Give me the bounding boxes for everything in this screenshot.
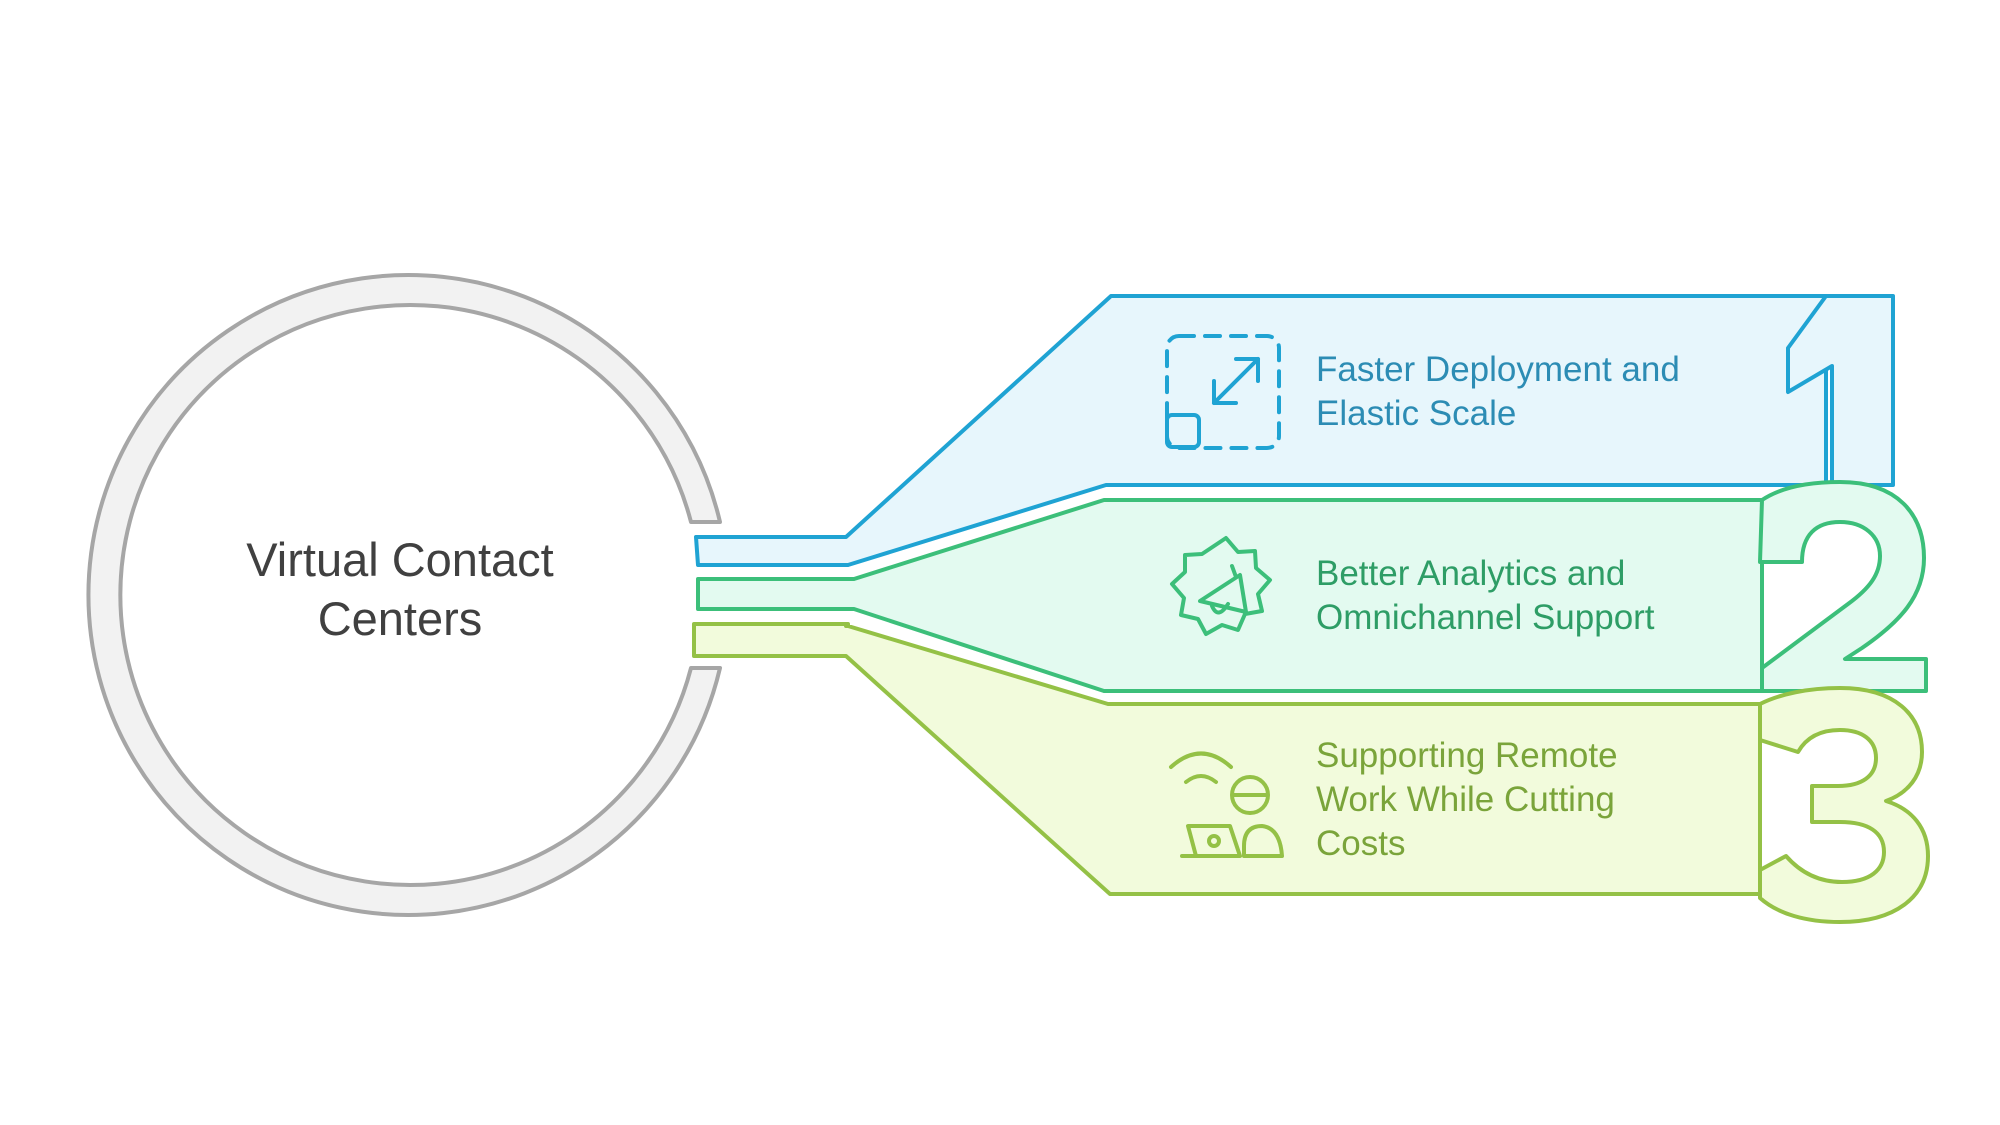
remote-worker-icon	[1169, 751, 1284, 858]
item-2-text: Better Analytics and Omnichannel Support	[1316, 552, 1655, 640]
band-3	[692, 622, 1930, 924]
band-2	[696, 480, 1928, 693]
item-3-line-1: Supporting Remote	[1316, 736, 1618, 775]
item-3-line-3: Costs	[1316, 824, 1406, 863]
resize-arrows-icon	[1165, 334, 1281, 450]
hub-ring	[86, 273, 722, 917]
item-3-line-2: Work While Cutting	[1316, 780, 1615, 819]
item-1-line-1: Faster Deployment and	[1316, 350, 1680, 389]
hub-title-line-1: Virtual Contact	[246, 533, 554, 586]
item-1-line-2: Elastic Scale	[1316, 394, 1517, 433]
item-1-text: Faster Deployment and Elastic Scale	[1316, 348, 1680, 436]
item-3-text: Supporting Remote Work While Cutting Cos…	[1316, 734, 1618, 866]
hub-title-line-2: Centers	[317, 592, 483, 645]
number-3	[1758, 686, 1930, 924]
number-2	[1758, 480, 1928, 693]
item-2-line-1: Better Analytics and	[1316, 554, 1626, 593]
gear-megaphone-icon	[1170, 536, 1272, 636]
hub-title: Virtual Contact Centers	[150, 530, 650, 648]
band-1	[694, 294, 1895, 567]
item-2-line-2: Omnichannel Support	[1316, 598, 1655, 637]
number-1	[1786, 294, 1895, 487]
